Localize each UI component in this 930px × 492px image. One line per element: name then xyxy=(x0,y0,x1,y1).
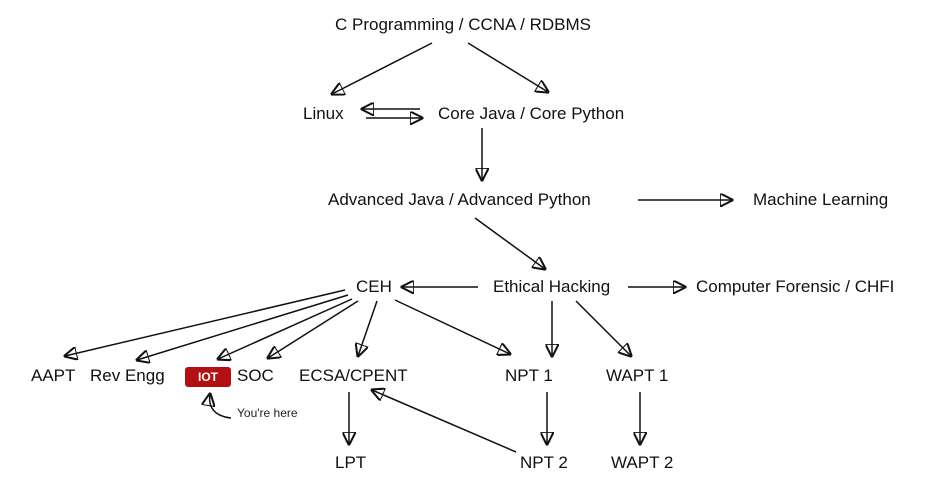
node-ethical-hacking[interactable]: Ethical Hacking xyxy=(493,277,611,296)
node-linux[interactable]: Linux xyxy=(303,104,344,123)
edge-ceh-to-reveng xyxy=(137,294,349,360)
edge-ceh-to-soc xyxy=(268,300,359,358)
node-ceh[interactable]: CEH xyxy=(356,277,392,296)
node-iot-badge[interactable]: IOT xyxy=(185,367,231,387)
you-are-here-arrow xyxy=(210,394,232,419)
node-rev-engg[interactable]: Rev Engg xyxy=(90,366,165,385)
edge-c-to-core xyxy=(467,42,548,92)
edge-ceh-to-ecsa xyxy=(358,300,378,356)
node-computer-forensic-chfi[interactable]: Computer Forensic / CHFI xyxy=(696,277,895,296)
node-soc[interactable]: SOC xyxy=(237,366,274,385)
you-are-here-label: You're here xyxy=(237,406,298,420)
edge-c-to-linux xyxy=(332,42,433,94)
edge-ethical-to-wapt1 xyxy=(575,300,631,356)
node-aapt[interactable]: AAPT xyxy=(31,366,76,385)
edge-ceh-to-iot xyxy=(218,298,353,359)
node-c-ccna-rdbms[interactable]: C Programming / CCNA / RDBMS xyxy=(335,15,591,34)
node-machine-learning[interactable]: Machine Learning xyxy=(753,190,889,209)
edge-ceh-to-aapt xyxy=(65,289,346,356)
node-wapt1[interactable]: WAPT 1 xyxy=(606,366,669,385)
node-npt1[interactable]: NPT 1 xyxy=(505,366,553,385)
node-core-java-python[interactable]: Core Java / Core Python xyxy=(438,104,625,123)
node-npt2[interactable]: NPT 2 xyxy=(520,453,568,472)
edge-npt2-to-ecsa xyxy=(372,390,517,453)
edge-ceh-to-npt1 xyxy=(394,299,510,354)
node-lpt[interactable]: LPT xyxy=(335,453,367,472)
node-ecsa-cpent[interactable]: ECSA/CPENT xyxy=(299,366,408,385)
edge-advanced-to-ethical xyxy=(474,217,545,269)
node-wapt2[interactable]: WAPT 2 xyxy=(611,453,674,472)
node-advanced-java-python[interactable]: Advanced Java / Advanced Python xyxy=(328,190,591,209)
